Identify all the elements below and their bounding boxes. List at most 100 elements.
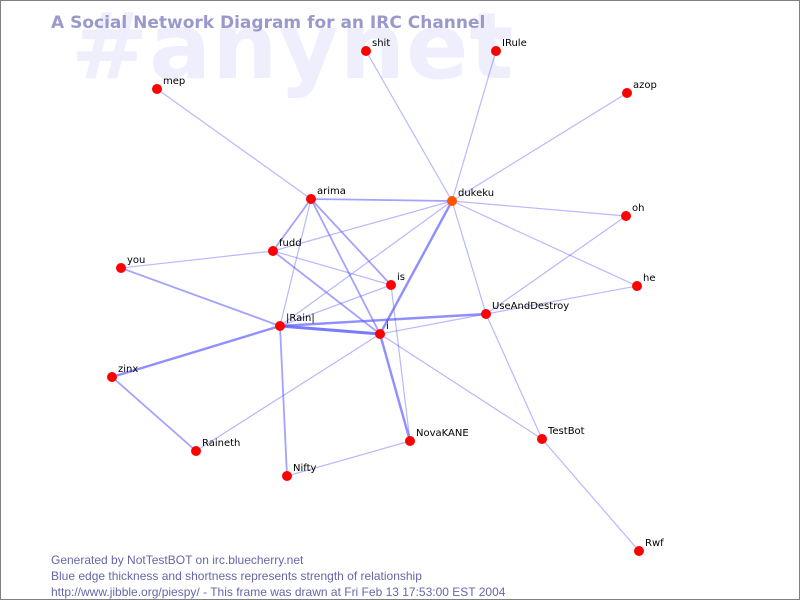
edge-arima-i (310, 198, 381, 335)
edge-testbot-rwf (541, 438, 640, 552)
node-label: shit (372, 38, 390, 49)
node-you: you (116, 255, 145, 273)
edge-mep-arima (156, 88, 312, 200)
edge-dukeku-he (451, 200, 638, 287)
node-label: dukeku (458, 188, 494, 199)
edge-dukeku-oh (451, 200, 627, 217)
node-nifty: Nifty (282, 463, 317, 481)
node-raineth: Raineth (191, 438, 240, 456)
node-dukeku: dukeku (447, 188, 494, 206)
node-dot (375, 329, 385, 339)
node-zinx: zinx (107, 364, 138, 382)
edge-dukeku-i (378, 200, 454, 335)
node-label: IRule (502, 38, 527, 49)
edge-rain-nifty (279, 325, 288, 477)
node-dot (621, 211, 631, 221)
node-dot (268, 246, 278, 256)
node-i: i (375, 321, 389, 339)
node-useanddestroy: UseAndDestroy (481, 301, 569, 319)
edge-fudd-is (272, 250, 392, 286)
node-label: fudd (279, 238, 302, 249)
edge-dukeku-fudd (272, 200, 453, 252)
node-rain: |Rain| (275, 313, 315, 331)
edge-rain-zinx (111, 324, 281, 379)
node-irule: IRule (491, 38, 527, 56)
node-dot (481, 309, 491, 319)
edge-dukeku-useanddestroy (451, 200, 487, 315)
node-dot (405, 436, 415, 446)
edge-zinx-raineth (111, 376, 197, 452)
node-dot (537, 434, 547, 444)
edge-arima-rain (279, 198, 312, 327)
node-dot (386, 280, 396, 290)
footer-generated-by: Generated by NotTestBOT on irc.bluecherr… (51, 553, 304, 567)
node-testbot: TestBot (537, 426, 585, 444)
edge-nifty-novakane (286, 440, 411, 477)
edge-i-useanddestroy (379, 313, 487, 335)
node-is: is (386, 272, 405, 290)
node-dot (634, 546, 644, 556)
edge-rain-i (279, 324, 381, 336)
channel-watermark: #anynet (71, 0, 515, 100)
node-label: UseAndDestroy (492, 301, 569, 312)
node-label: i (386, 321, 389, 332)
node-dot (275, 321, 285, 331)
edge-raineth-i (195, 333, 381, 452)
node-label: oh (632, 203, 644, 214)
node-label: Nifty (293, 463, 317, 474)
node-label: Raineth (202, 438, 240, 449)
node-dot (491, 46, 501, 56)
edge-rain-is (279, 284, 392, 327)
node-label: azop (633, 80, 657, 91)
node-label: Rwf (645, 538, 664, 549)
node-label: arima (317, 186, 346, 197)
node-label: is (397, 272, 405, 283)
node-dot (116, 263, 126, 273)
footer-url-timestamp: http://www.jibble.org/piespy/ - This fra… (51, 585, 506, 599)
node-dot (632, 281, 642, 291)
diagram-title: A Social Network Diagram for an IRC Chan… (51, 13, 486, 33)
node-dot (306, 194, 316, 204)
node-novakane: NovaKANE (405, 428, 469, 446)
edge-arima-is (310, 198, 392, 286)
node-dot (282, 471, 292, 481)
node-label: |Rain| (286, 313, 315, 324)
node-dot (622, 88, 632, 98)
node-label: zinx (118, 364, 138, 375)
node-dot (447, 196, 457, 206)
node-he: he (632, 273, 656, 291)
edge-useanddestroy-oh (485, 215, 627, 315)
node-label: TestBot (547, 426, 585, 437)
node-oh: oh (621, 203, 644, 221)
edge-you-rain (120, 267, 281, 327)
edge-is-novakane (390, 284, 411, 442)
edge-useanddestroy-testbot (485, 313, 543, 440)
edge-arima-fudd (272, 198, 312, 252)
node-arima: arima (306, 186, 346, 204)
node-shit: shit (361, 38, 390, 56)
node-azop: azop (622, 80, 657, 98)
edge-rain-useanddestroy (279, 312, 487, 328)
node-dot (107, 372, 117, 382)
node-mep: mep (152, 76, 185, 94)
node-fudd: fudd (268, 238, 302, 256)
edge-irule-dukeku (451, 50, 497, 202)
edge-arima-dukeku (310, 198, 453, 202)
node-rwf: Rwf (634, 538, 664, 556)
node-label: he (643, 273, 656, 284)
node-dot (361, 46, 371, 56)
footer-legend: Blue edge thickness and shortness repres… (51, 569, 422, 583)
edge-azop-dukeku (451, 92, 628, 202)
node-dot (152, 84, 162, 94)
edge-i-testbot (379, 333, 543, 440)
node-dot (191, 446, 201, 456)
edge-fudd-you (120, 250, 274, 269)
edge-dukeku-rain (279, 200, 453, 327)
edge-shit-dukeku (365, 50, 453, 202)
node-label: mep (163, 76, 185, 87)
edge-i-novakane (378, 333, 412, 442)
node-label: NovaKANE (416, 428, 469, 439)
edge-useanddestroy-he (485, 285, 638, 315)
